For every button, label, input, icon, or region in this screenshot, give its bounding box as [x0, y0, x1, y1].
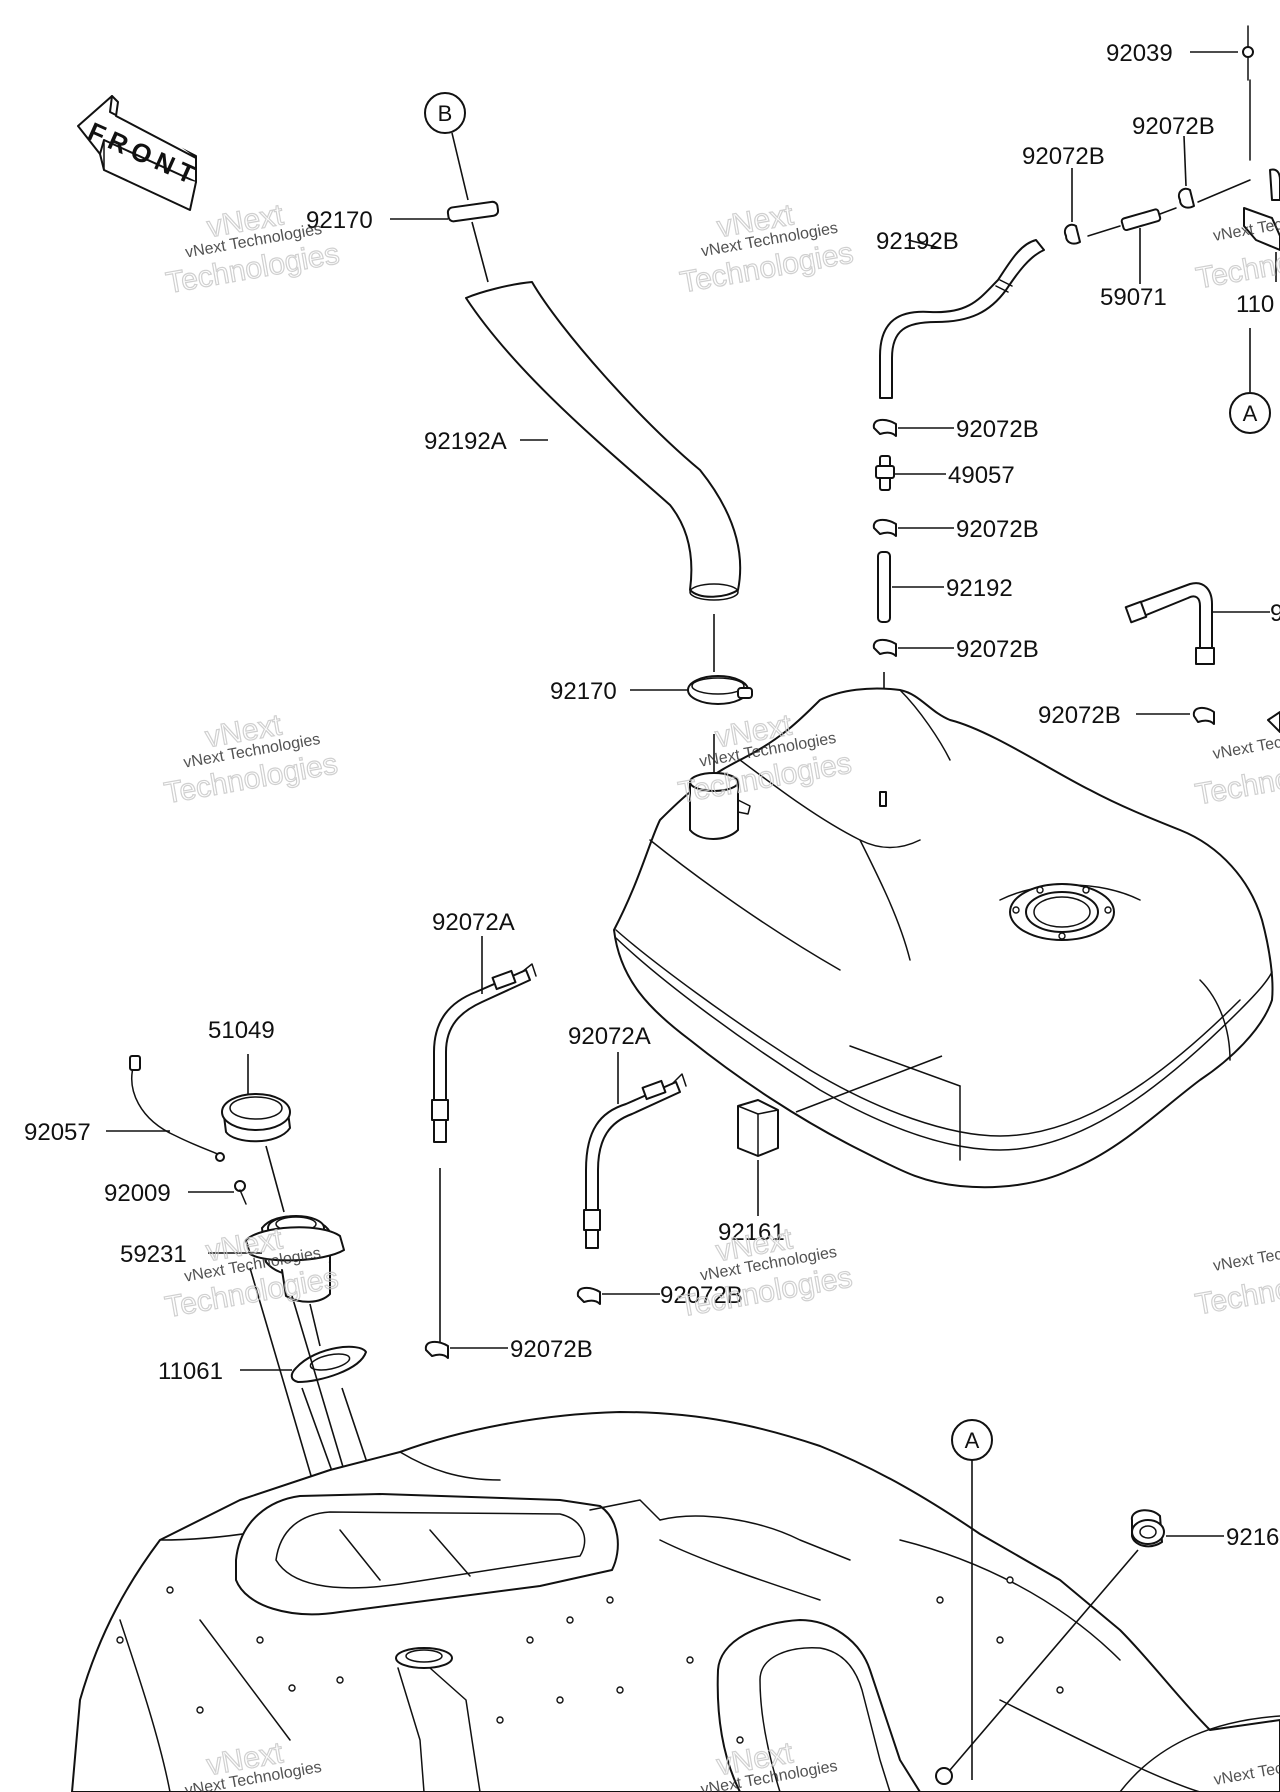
- part-label-92009: 92009: [104, 1180, 171, 1207]
- fuel-tank: [613, 687, 1274, 1189]
- part-label-92192b: 92192B: [876, 228, 959, 255]
- part-label-92072b-bottom-left: 92072B: [510, 1336, 593, 1363]
- part-label-92192a: 92192A: [424, 428, 507, 455]
- clip-92072b-right: 92072B: [1038, 702, 1215, 729]
- strap-right: 9: [1124, 582, 1280, 665]
- part-label-92161: 92161: [718, 1219, 785, 1246]
- part-label-92170-mid: 92170: [550, 678, 617, 705]
- clip-92072b-2: 92072B: [872, 516, 1039, 543]
- part-label-92072b-1: 92072B: [956, 416, 1039, 443]
- callout-a-bottom-letter: A: [965, 1428, 980, 1453]
- callout-a-bottom: A: [935, 1419, 993, 1785]
- bracket-110: 110: [1236, 168, 1280, 318]
- clip-92072b-3: 92072B: [872, 636, 1039, 663]
- callout-a-right: A: [1229, 328, 1271, 434]
- clip-92072b-bottom-mid: 92072B: [576, 1282, 743, 1309]
- check-valve-49057: 49057: [875, 455, 1015, 491]
- hose-92192: 92192: [877, 551, 1013, 623]
- part-label-92072a-left: 92072A: [432, 909, 515, 936]
- gasket-11061: 11061: [158, 1345, 367, 1385]
- part-label-59231: 59231: [120, 1241, 187, 1268]
- callout-b: B: [424, 92, 469, 201]
- clip-92072b-bottom-left: 92072B: [424, 1336, 593, 1363]
- hull: [71, 1411, 1280, 1792]
- watermark-6: vNext Technologies vNext Technologies: [676, 1222, 855, 1324]
- part-label-92072b-2: 92072B: [956, 516, 1039, 543]
- clip-92072b-1: 92072B: [872, 416, 1039, 443]
- part-label-92072b-top-right: 92072B: [1132, 113, 1215, 140]
- part-label-92192: 92192: [946, 575, 1013, 602]
- part-label-9216-right: 9216: [1226, 1524, 1279, 1551]
- joint-59071: 59071: [1100, 208, 1167, 311]
- watermark-11-line: vNext Technologies: [1212, 1234, 1280, 1275]
- part-label-92072b-top-mid: 92072B: [1022, 143, 1105, 170]
- clip-92072b-top-right: 92072B: [1132, 113, 1215, 209]
- hose-clamp-92170-mid: 92170: [550, 675, 753, 705]
- part-label-92072b-bottom-mid: 92072B: [660, 1282, 743, 1309]
- part-label-51049: 51049: [208, 1017, 275, 1044]
- part-label-11061: 11061: [158, 1358, 223, 1385]
- strap-92072a-mid: 92072A: [568, 1023, 687, 1249]
- part-label-92072b-right: 92072B: [1038, 702, 1121, 729]
- part-label-92039: 92039: [1106, 40, 1173, 67]
- watermark-10: vNext Technologies Technologies: [1192, 722, 1280, 812]
- filler-cap-51049: 51049: [208, 1017, 291, 1143]
- watermark-8: vNext vNext Technologies: [700, 1736, 839, 1792]
- breather-hose-92192b: 92192B: [876, 228, 1045, 399]
- part-label-59071: 59071: [1100, 284, 1167, 311]
- filler-hose-92192a: 92192A: [424, 281, 742, 601]
- watermark-3: vNext Technologies vNext Technologies: [161, 708, 340, 811]
- callout-b-letter: B: [438, 101, 453, 126]
- part-label-9-right: 9: [1270, 600, 1280, 627]
- part-label-92057: 92057: [24, 1119, 91, 1146]
- tether-92057: 92057: [24, 1055, 225, 1162]
- watermark-1: vNext Technologies vNext Technologies: [163, 198, 342, 301]
- watermark-5: vNext Technologies vNext Technologies: [162, 1222, 341, 1325]
- part-label-92072a-mid: 92072A: [568, 1023, 651, 1050]
- watermark-2: vNext Technologies vNext Technologies: [677, 198, 856, 300]
- grommet-9216: 9216: [949, 1509, 1279, 1771]
- watermark-10-line: vNext Technologies: [1211, 722, 1280, 763]
- filler-neck-59231: 59231: [120, 1215, 345, 1303]
- strap-92072a-left: 92072A: [431, 909, 537, 1143]
- clip-92072b-top-mid: 92072B: [1022, 143, 1105, 245]
- rivet-92039: 92039: [1106, 25, 1254, 81]
- part-label-49057: 49057: [948, 462, 1015, 489]
- part-label-92170-top: 92170: [306, 207, 373, 234]
- watermark-4: vNext Technologies vNext Technologies: [675, 708, 854, 810]
- callout-a-right-letter: A: [1243, 401, 1258, 426]
- hose-clamp-92170-top: 92170: [306, 200, 500, 234]
- part-label-92072b-3: 92072B: [956, 636, 1039, 663]
- front-arrow-icon: FRONT: [77, 95, 205, 211]
- watermark-11: vNext Technologies Technologies: [1192, 1234, 1280, 1322]
- pad-92161: 92161: [718, 1099, 785, 1246]
- part-label-110-right: 110: [1236, 291, 1274, 318]
- screw-92009: 92009: [104, 1180, 247, 1207]
